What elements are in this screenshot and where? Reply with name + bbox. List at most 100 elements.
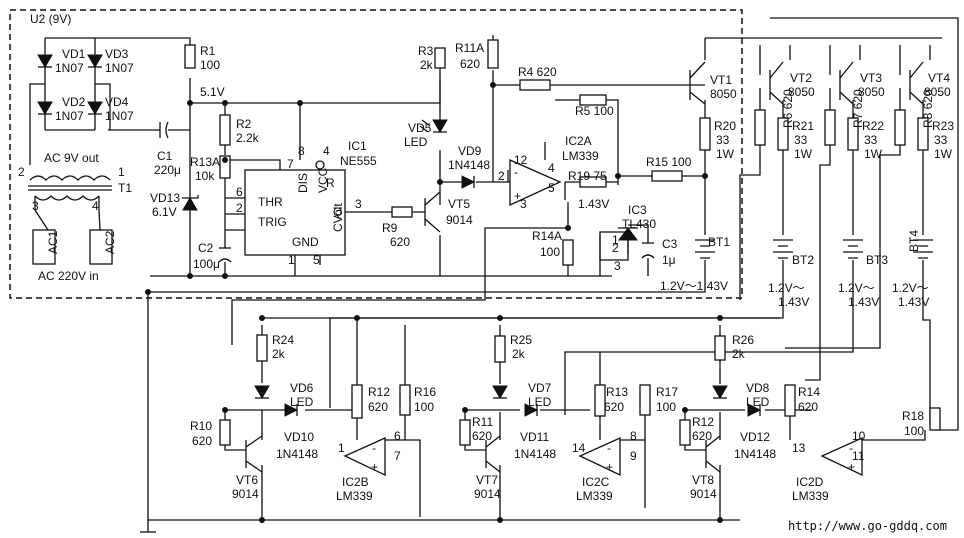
vd2-label: VD2 (62, 95, 86, 109)
c1-value: 220μ (154, 163, 181, 177)
r11a-value: 620 (460, 57, 480, 71)
r22-value: 33 (864, 133, 878, 147)
r12b-value: 620 (692, 429, 712, 443)
wiring (29, 17, 959, 532)
bt2-label: BT2 (792, 253, 814, 267)
ic1-pin6: 6 (236, 185, 243, 199)
ac2-label: AC2 (103, 230, 117, 254)
ic3-pin1: 1 (612, 233, 619, 247)
range1-label: 1.2V～1.43V (660, 279, 728, 293)
ic3-pin2: 2 (612, 241, 619, 255)
vd3-value: 1N07 (105, 61, 134, 75)
r14a-label: R14A (532, 229, 562, 243)
ic1-thr: THR (258, 195, 283, 209)
vd11-value: 1N4148 (514, 447, 556, 461)
vt4-label: VT4 (928, 71, 950, 85)
transformer-pin3: 3 (32, 199, 39, 213)
vt1-value: 8050 (710, 87, 737, 101)
r26-label: R26 (732, 333, 754, 347)
range2-line1: 1.2V～ (768, 281, 805, 295)
ic1-trig: TRIG (258, 215, 287, 229)
ic2b-pin1: 1 (338, 441, 345, 455)
r12-label: R12 (368, 385, 390, 399)
r12-value: 620 (368, 400, 388, 414)
range4-line1: 1.2V～ (892, 281, 929, 295)
ic2b-label: IC2B (342, 475, 369, 489)
bt4-label: BT4 (907, 230, 921, 252)
r9-value: 620 (390, 235, 410, 249)
ic1-pin5: 5 (313, 253, 320, 267)
r13a-label: R13A (190, 155, 220, 169)
svg-text:-: - (607, 441, 611, 455)
vd7-value: LED (528, 395, 552, 409)
c1-label: C1 (157, 149, 173, 163)
r13-value: 620 (604, 400, 624, 414)
vt2-label: VT2 (790, 71, 812, 85)
r4-label: R4 620 (518, 65, 557, 79)
r20-label: R20 (714, 119, 736, 133)
ic2d-pin11: 11 (852, 449, 865, 463)
r23-label: R23 (932, 119, 954, 133)
range4-line2: 1.43V (898, 295, 929, 309)
ic2a-pin12: 12 (514, 153, 528, 167)
r13a-value: 10k (195, 169, 215, 183)
r1-label: R1 (200, 44, 216, 58)
ic2c-value: LM339 (576, 489, 613, 503)
transformer-label: T1 (118, 181, 132, 195)
r16-value: 100 (414, 400, 434, 414)
vt5-label: VT5 (448, 197, 470, 211)
transformer-pin4: 4 (92, 199, 99, 213)
ic2a-pin2: 2 (498, 169, 505, 183)
r14-label: R14 (798, 385, 820, 399)
svg-text:-: - (372, 441, 376, 455)
ic2d-pin10: 10 (852, 429, 866, 443)
c2-value: 100μ (193, 257, 220, 271)
r18-value: 100 (904, 424, 924, 438)
vd1-label: VD1 (62, 47, 86, 61)
vd8-value: LED (746, 395, 770, 409)
schematic-title: U2 (9V) (30, 12, 71, 26)
ic1-dis: DIS (296, 173, 310, 193)
vt8-value: 9014 (690, 487, 717, 501)
r19-label: R19 75 (568, 169, 607, 183)
vd7-label: VD7 (528, 381, 552, 395)
r21-power: 1W (794, 147, 813, 161)
vt5-value: 9014 (446, 213, 473, 227)
ic2b-value: LM339 (336, 489, 373, 503)
ic2d-pin13: 13 (792, 441, 806, 455)
ac1-label: AC1 (46, 230, 60, 254)
vd4-label: VD4 (105, 95, 129, 109)
ic1-pin2: 2 (236, 201, 243, 215)
vd9-label: VD9 (458, 144, 482, 158)
ic2a-pin5: 5 (548, 181, 555, 195)
range3-line1: 1.2V～ (838, 281, 875, 295)
ic2d-label: IC2D (796, 475, 824, 489)
range3-line2: 1.43V (848, 295, 879, 309)
ic2a-label: IC2A (565, 134, 592, 148)
vd6-value: LED (290, 395, 314, 409)
vd11-label: VD11 (520, 430, 549, 444)
r20-value: 33 (716, 133, 730, 147)
r7-label: R7 620 (851, 89, 865, 128)
ic2c-pin8: 8 (630, 429, 637, 443)
r17-value: 100 (656, 400, 676, 414)
r23-power: 1W (934, 147, 953, 161)
r14-value: 620 (798, 400, 818, 414)
vt6-value: 9014 (232, 487, 259, 501)
ic2c-label: IC2C (582, 475, 610, 489)
r14a-value: 100 (540, 245, 560, 259)
r10-value: 620 (192, 434, 212, 448)
r22-power: 1W (864, 147, 883, 161)
ac1-terminal (32, 229, 56, 265)
vt4-value: 8050 (924, 85, 951, 99)
vd3-label: VD3 (105, 47, 129, 61)
watermark: http://www.go-gddq.com (788, 519, 947, 533)
r10-label: R10 (190, 419, 212, 433)
r6-label: R6 620 (781, 89, 795, 128)
svg-text:+: + (371, 460, 378, 474)
ic2d-value: LM339 (792, 489, 829, 503)
r5-label: R5 100 (575, 104, 614, 118)
ic1-vcc: VCC (316, 167, 330, 193)
ac-out-label: AC 9V out (44, 151, 99, 165)
ic1-pin4: 4 (323, 144, 330, 158)
